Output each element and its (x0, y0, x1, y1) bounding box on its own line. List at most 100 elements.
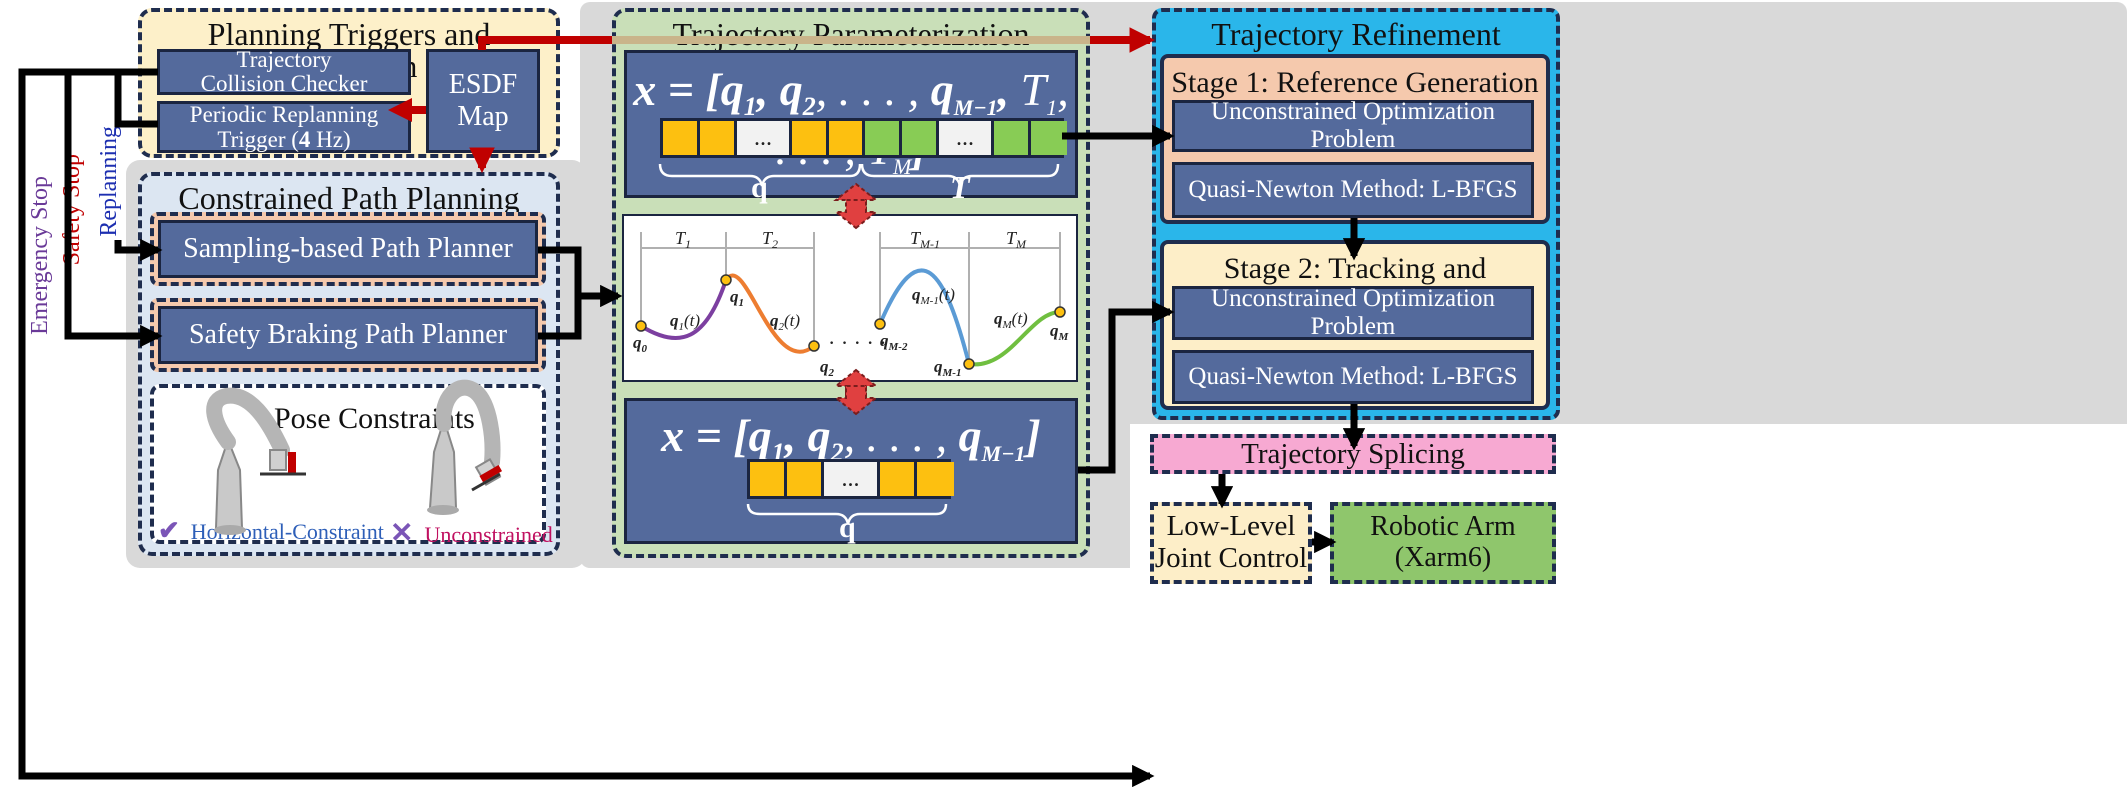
robot-arm-unconstrained-icon (427, 379, 503, 515)
collision-checker-line2: Collision Checker (200, 71, 368, 96)
esdf-line1: ESDF (448, 68, 518, 100)
curve-dots: · · · · · (828, 330, 887, 355)
point-q0-sub: 0 (642, 343, 648, 355)
point-q1: q (730, 287, 739, 306)
stage1-unconstrained-box: Unconstrained Optimization Problem (1172, 98, 1534, 153)
t-cell-3 (994, 121, 1031, 155)
q-cell-b3 (880, 462, 917, 496)
q-cell-b4 (917, 462, 954, 496)
check-icon: ✔ (158, 516, 180, 545)
q-cell-b-ellipsis: ... (824, 462, 880, 496)
point-qm: q (1050, 321, 1059, 340)
white-corner-bottom-right (1130, 424, 2127, 810)
point-q1-sub: 1 (739, 297, 745, 309)
eq-bot-d: , (784, 410, 808, 461)
q-cell-ellipsis: ... (737, 121, 792, 155)
svg-text:q0: q0 (633, 333, 648, 355)
brace-q-top (658, 163, 862, 187)
periodic-replanning-line2: Trigger (4 Hz) (217, 127, 350, 152)
interval-t2-sub: 2 (772, 237, 778, 251)
trajectory-refinement-title: Trajectory Refinement (1211, 16, 1501, 52)
eq-bot-i: M−1 (981, 441, 1026, 467)
up-double-arrow (833, 182, 879, 230)
t-cell-2 (902, 121, 939, 155)
interval-tm1: T (910, 228, 922, 248)
esdf-to-checker-arrowhead (388, 98, 426, 122)
trajectory-parameterization-title: Trajectory Parameterization (672, 16, 1030, 52)
stage1-title: Stage 1: Reference Generation (1171, 66, 1539, 99)
eq-bot-b: q (748, 410, 772, 461)
seg-q1-sub: 1 (679, 321, 685, 333)
svg-text:qM-1: qM-1 (934, 357, 961, 379)
stage1-qnewton-box: Quasi-Newton Method: L-BFGS (1172, 162, 1534, 218)
param-top-box: x = [q1, q2, . . . , qM−1, T1, . . . , T… (624, 50, 1078, 205)
eq-bot-j: ] (1025, 410, 1041, 461)
point-q0: q (633, 333, 642, 352)
low-level-line1: Low-Level (1166, 510, 1296, 543)
param-bottom-box: x = [q1, q2, . . . , qM−1] ... q (624, 398, 1078, 544)
svg-text:qM-1(t): qM-1(t) (912, 285, 955, 307)
unconstrained-text: Unconstrained (424, 522, 553, 547)
eq-bot-g: , . . . , (843, 410, 959, 461)
seg-q1-t: (t) (684, 311, 700, 330)
svg-text:qM-2: qM-2 (880, 331, 908, 353)
brace-t-top (860, 163, 1060, 187)
svg-text:q2(t): q2(t) (770, 311, 800, 333)
eq-bot-e: q (807, 410, 831, 461)
svg-text:q2: q2 (820, 357, 835, 379)
q-cell-4 (829, 121, 865, 155)
eq-top-g: , . . . , (815, 64, 931, 115)
seg-qm1-t: (t) (939, 285, 955, 304)
eq-top-k: T (1020, 64, 1047, 115)
sampling-planner-label: Sampling-based Path Planner (183, 233, 513, 264)
low-level-line2: Joint Control (1154, 542, 1308, 574)
eq-top-e: q (779, 64, 803, 115)
stage1-qnewton-label: Quasi-Newton Method: L-BFGS (1188, 176, 1518, 203)
param-strip-bottom: ... (747, 459, 954, 499)
collision-checker-line1: Trajectory (236, 46, 332, 72)
periodic-replanning-box: Periodic Replanning Trigger (4 Hz) (157, 101, 411, 153)
t-cell-1 (865, 121, 902, 155)
cross-icon: ✕ (390, 518, 414, 549)
stage2-unconstrained-label: Unconstrained Optimization Problem (1211, 285, 1495, 340)
eq-top-l: 1 (1046, 95, 1058, 121)
seg-q2: q (770, 311, 779, 330)
param-strip-top: ... ... (660, 118, 1067, 158)
interval-t1-sub: 1 (685, 237, 691, 251)
stage1-unconstrained-label: Unconstrained Optimization Problem (1211, 98, 1495, 153)
sampling-to-curve-line (538, 246, 582, 296)
point-qm2-sub: M-2 (888, 341, 908, 353)
periodic-suffix: Hz) (310, 127, 351, 152)
curve-plot: T1 T2 TM-1 TM q0 q1 q2 qM-2 qM-1 qM q1(t… (633, 228, 1070, 379)
safety-stop-line (64, 72, 163, 348)
eq-top-f: 2 (802, 92, 816, 122)
bottom-box-to-stage2-arrow (1078, 300, 1175, 474)
point-qm-sub: M (1058, 331, 1070, 343)
point-q2: q (820, 357, 829, 376)
replanning-to-sampling-line (114, 238, 163, 262)
equation-bottom: x = [q1, q2, . . . , qM−1] (627, 409, 1075, 468)
replanning-line (114, 72, 158, 128)
brace-q-bottom-label: q (839, 511, 856, 544)
periodic-rate: 4 (298, 127, 311, 152)
q-cell-3 (792, 121, 829, 155)
t-cell-4 (1031, 121, 1067, 155)
q-cell-1 (663, 121, 700, 155)
eq-top-i: M−1 (953, 95, 998, 121)
q-cell-b2 (787, 462, 824, 496)
braking-planner-box: Safety Braking Path Planner (158, 306, 538, 364)
svg-text:qM: qM (1050, 321, 1070, 343)
brace-q-bottom (746, 503, 948, 525)
robotic-arm-line2: (Xarm6) (1394, 542, 1492, 573)
interval-tm-sub: M (1015, 237, 1027, 251)
seg-qm-sub: M (1002, 319, 1013, 331)
seg-q1: q (670, 311, 679, 330)
eq-top-h: q (930, 64, 954, 115)
constrained-path-title: Constrained Path Planning (178, 180, 520, 216)
eq-bot-h: q (958, 410, 982, 461)
seg-q2-t: (t) (784, 311, 800, 330)
svg-text:q1: q1 (730, 287, 744, 309)
esdf-map-box: ESDF Map (426, 49, 540, 153)
eq-top-b: q (720, 64, 744, 115)
